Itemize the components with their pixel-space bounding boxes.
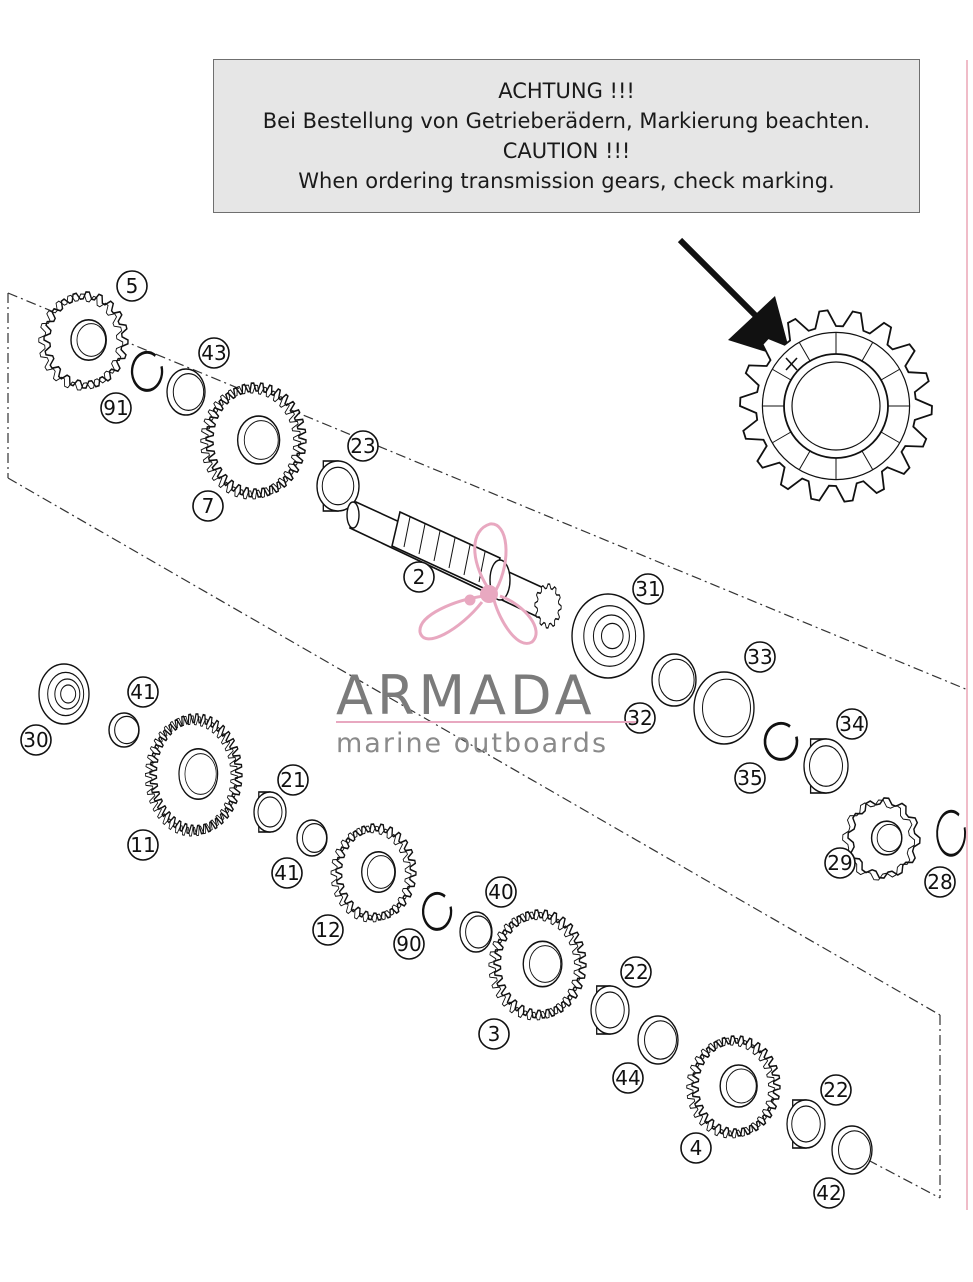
callout-label: 28 <box>927 870 952 894</box>
callout-41-14: 41 <box>127 676 159 708</box>
circlip-90 <box>422 891 453 931</box>
gear-31-bearing <box>571 593 645 679</box>
notice-line-4: When ordering transmission gears, check … <box>298 169 835 193</box>
watermark-brand: ARMADA <box>336 664 596 727</box>
circlip-28 <box>936 809 967 857</box>
callout-32: 32 <box>624 702 656 734</box>
bushing-21 <box>253 791 287 833</box>
washer-41b <box>296 819 328 857</box>
callout-label: 90 <box>396 932 421 956</box>
callout-label: 43 <box>201 341 226 365</box>
gear-11 <box>144 713 243 837</box>
callout-91: 91 <box>100 392 132 424</box>
main-shaft-2 <box>346 500 562 629</box>
callout-30: 30 <box>20 724 52 756</box>
callout-label: 4 <box>690 1136 703 1160</box>
page-edge-line <box>966 60 968 1210</box>
callout-label: 91 <box>103 396 128 420</box>
callout-label: 5 <box>126 274 139 298</box>
callout-3: 3 <box>478 1018 510 1050</box>
callout-28: 28 <box>924 866 956 898</box>
callout-label: 35 <box>737 766 762 790</box>
gear-7 <box>200 382 307 500</box>
callout-label: 34 <box>839 712 864 736</box>
callout-42: 42 <box>813 1177 845 1209</box>
callout-label: 31 <box>635 577 660 601</box>
washer-44 <box>637 1015 679 1065</box>
callout-label: 11 <box>130 833 155 857</box>
callout-22-22: 22 <box>620 956 652 988</box>
bearing-30 <box>38 663 90 725</box>
callout-7: 7 <box>192 490 224 522</box>
callout-label: 40 <box>488 880 513 904</box>
washer-43 <box>166 368 206 416</box>
callout-label: 21 <box>280 768 305 792</box>
callout-label: 23 <box>350 434 375 458</box>
washer-41a <box>108 712 140 748</box>
gear-5 <box>38 291 129 391</box>
sprocket-29 <box>842 797 921 881</box>
callout-41-17: 41 <box>271 857 303 889</box>
circlip-91 <box>130 350 164 392</box>
callout-2: 2 <box>403 561 435 593</box>
callout-label: 2 <box>413 565 426 589</box>
notice-line-3: CAUTION !!! <box>502 139 631 163</box>
callout-label: 41 <box>274 861 299 885</box>
callout-34: 34 <box>836 708 868 740</box>
callout-label: 29 <box>827 851 852 875</box>
bushing-22b <box>786 1099 826 1149</box>
callout-label: 12 <box>315 918 340 942</box>
callout-21: 21 <box>277 764 309 796</box>
watermark-tagline: marine outboards <box>336 728 608 759</box>
callout-12: 12 <box>312 914 344 946</box>
watermark: ARMADA marine outboards <box>336 522 636 759</box>
washer-32 <box>651 653 697 707</box>
bushing-22a <box>590 985 630 1035</box>
callout-5: 5 <box>116 270 148 302</box>
callout-label: 33 <box>747 645 772 669</box>
shaft-boundary-lines <box>7 292 969 1199</box>
callout-23: 23 <box>347 430 379 462</box>
propeller-logo-icon <box>418 522 538 645</box>
callout-label: 42 <box>816 1181 841 1205</box>
caution-notice: ACHTUNG !!! Bei Bestellung von Getrieber… <box>213 59 920 213</box>
callout-11: 11 <box>127 829 159 861</box>
washer-33 <box>693 671 755 745</box>
callout-label: 7 <box>202 494 215 518</box>
callout-label: 44 <box>615 1066 640 1090</box>
bushing-34 <box>803 738 849 794</box>
bushing-23 <box>316 460 360 512</box>
callout-label: 22 <box>623 960 648 984</box>
gear-3 <box>488 909 587 1021</box>
callout-4: 4 <box>680 1132 712 1164</box>
callout-22-25: 22 <box>820 1074 852 1106</box>
callout-29: 29 <box>824 847 856 879</box>
notice-line-2: Bei Bestellung von Getrieberädern, Marki… <box>262 109 871 133</box>
callout-label: 30 <box>23 728 48 752</box>
callout-33: 33 <box>744 641 776 673</box>
washer-40 <box>459 911 493 953</box>
callout-label: 3 <box>488 1022 501 1046</box>
washer-42 <box>831 1125 873 1175</box>
callout-label: 32 <box>627 706 652 730</box>
gear-4 <box>686 1035 781 1139</box>
callout-31: 31 <box>632 573 664 605</box>
callout-90: 90 <box>393 928 425 960</box>
circlip-35 <box>763 721 799 761</box>
callout-label: 41 <box>130 680 155 704</box>
callout-35: 35 <box>734 762 766 794</box>
callout-43: 43 <box>198 337 230 369</box>
callout-label: 22 <box>823 1078 848 1102</box>
callout-40: 40 <box>485 876 517 908</box>
notice-line-1: ACHTUNG !!! <box>498 79 635 103</box>
gear-12 <box>330 823 417 923</box>
gear-parts <box>38 291 967 1175</box>
reference-gear-marking <box>739 309 933 503</box>
callout-44: 44 <box>612 1062 644 1094</box>
